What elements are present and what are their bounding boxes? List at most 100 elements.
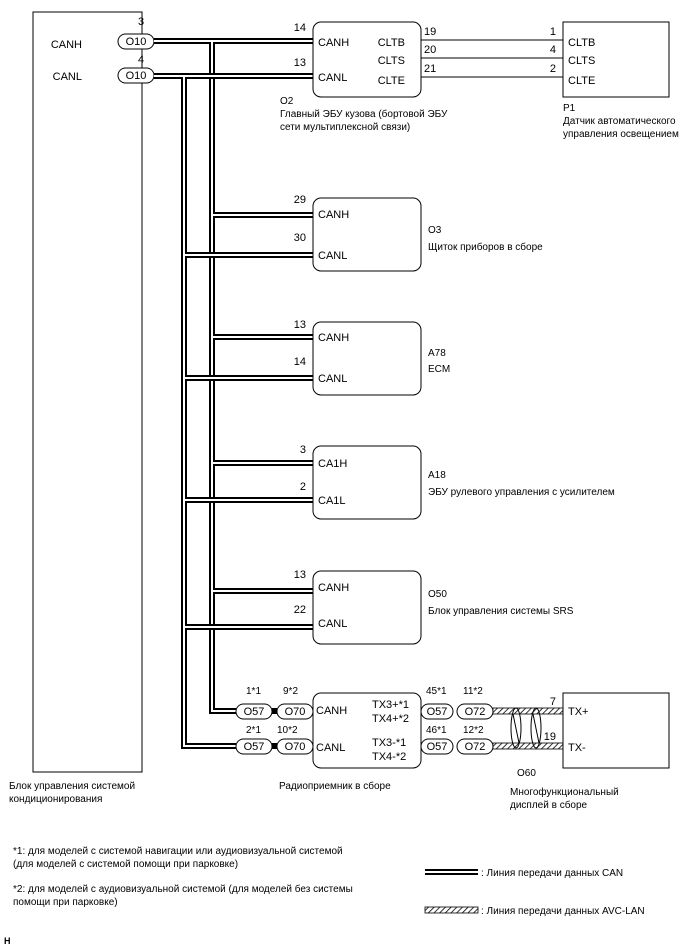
a78-canh-pin: 13 <box>294 319 306 331</box>
o3-canh-signal: CANH <box>318 209 349 221</box>
p1-cltb-signal: CLTB <box>568 37 595 49</box>
p1-clts-signal: CLTS <box>568 55 595 67</box>
ac-control-unit: CANH CANL 3 4 O10 O10 Блок управления си… <box>9 11 155 805</box>
o2-caption-1: Главный ЭБУ кузова (бортовой ЭБУ <box>280 108 448 120</box>
main-body-ecu: 14 13 CANH CANL CLTB CLTS CLTE 19 20 21 … <box>280 21 448 133</box>
o60-caption-2: дисплей в сборе <box>510 799 588 811</box>
o50-canh-signal: CANH <box>318 582 349 594</box>
a78-caption: ECM <box>428 364 450 375</box>
light-control-sensor: 1 4 2 CLTB CLTS CLTE P1 Датчик автоматич… <box>550 21 679 140</box>
ac-connector-o10-h-label: O10 <box>126 36 147 48</box>
o2-canh-pin: 14 <box>294 22 306 34</box>
ac-connector-o10-l-label: O10 <box>126 70 147 82</box>
o50-caption: Блок управления системы SRS <box>428 606 574 617</box>
radio-pin-l-o70: 10*2 <box>277 725 298 736</box>
clt-wires <box>421 39 563 78</box>
connector-o57-l <box>235 738 273 755</box>
avc-lan-wiring <box>492 707 564 750</box>
radio-tx-plus-1: TX3+*1 <box>372 699 409 711</box>
o2-canh-signal: CANH <box>318 37 349 49</box>
connector-o57-p-label: O57 <box>427 706 448 718</box>
o2-clte-signal: CLTE <box>378 75 405 87</box>
p1-caption-2: управления освещением <box>563 129 679 140</box>
o3-code: O3 <box>428 225 442 236</box>
ac-canl-pin: 4 <box>138 54 144 66</box>
srs-ecu: 13 22 CANH CANL O50 Блок управления сист… <box>294 569 574 645</box>
note-2-line-1: *2: для моделей с аудиовизуальной систем… <box>13 883 353 895</box>
o50-canh-pin: 13 <box>294 569 306 581</box>
o3-canl-signal: CANL <box>318 250 347 262</box>
connector-o70-l-label: O70 <box>285 741 306 753</box>
ac-canh-signal: CANH <box>51 39 82 51</box>
o3-caption: Щиток приборов в сборе <box>428 241 543 253</box>
a18-canl-signal: CA1L <box>318 495 346 507</box>
legend: : Линия передачи данных CAN : Линия пере… <box>424 868 645 917</box>
note-1-line-1: *1: для моделей с системой навигации или… <box>13 846 343 857</box>
multi-display: 7 19 TX+ TX- O60 Многофункциональный дис… <box>510 692 670 811</box>
connector-o57-h <box>235 703 273 720</box>
legend-avc-symbol <box>424 906 479 914</box>
o60-txm-signal: TX- <box>568 742 586 754</box>
o50-canl-pin: 22 <box>294 604 306 616</box>
connector-o72-m-label: O72 <box>465 741 486 753</box>
ac-canh-pin: 3 <box>138 16 144 28</box>
ac-canl-signal: CANL <box>53 71 82 83</box>
o2-out-pin-20: 20 <box>424 44 436 56</box>
p1-caption-1: Датчик автоматического <box>563 116 676 127</box>
connector-o70-h <box>276 703 314 720</box>
connector-o57-m-label: O57 <box>427 741 448 753</box>
o60-pin-7: 7 <box>550 696 556 708</box>
footnotes: *1: для моделей с системой навигации или… <box>13 846 353 908</box>
note-2-line-2: помощи при парковке) <box>13 897 118 908</box>
legend-avc-label: : Линия передачи данных AVC-LAN <box>481 906 645 917</box>
p1-code: P1 <box>563 103 576 114</box>
radio-pin-p-o57: 45*1 <box>426 686 447 697</box>
connector-o57-h-label: O57 <box>244 706 265 718</box>
eps-ecu: 3 2 CA1H CA1L A18 ЭБУ рулевого управлени… <box>300 444 615 520</box>
corner-mark: H <box>4 936 11 946</box>
a78-canh-signal: CANH <box>318 332 349 344</box>
radio-pin-m-o72: 12*2 <box>463 725 484 736</box>
o2-out-pin-19: 19 <box>424 26 436 38</box>
radio-tx-minus-2: TX4-*2 <box>372 751 406 763</box>
radio-pin-l-o57: 2*1 <box>246 725 261 736</box>
o2-clts-signal: CLTS <box>378 55 405 67</box>
o50-code: O50 <box>428 589 447 600</box>
connector-o57-m <box>420 738 454 755</box>
o2-canl-signal: CANL <box>318 72 347 84</box>
p1-pin-4: 4 <box>550 44 556 56</box>
a78-code: A78 <box>428 348 446 359</box>
a18-code: A18 <box>428 470 446 481</box>
p1-clte-signal: CLTE <box>568 75 595 87</box>
o2-canl-pin: 13 <box>294 57 306 69</box>
o60-pin-19: 19 <box>544 731 556 743</box>
o50-canl-signal: CANL <box>318 618 347 630</box>
radio-caption: Радиоприемник в сборе <box>279 780 391 792</box>
meter-assembly: 29 30 CANH CANL O3 Щиток приборов в сбор… <box>294 194 543 272</box>
connector-o72-p-label: O72 <box>465 706 486 718</box>
ac-caption-2: кондиционирования <box>9 794 102 805</box>
p1-pin-2: 2 <box>550 63 556 75</box>
o60-txp-signal: TX+ <box>568 706 588 718</box>
o2-code: O2 <box>280 96 294 107</box>
radio-canl-signal: CANL <box>316 742 345 754</box>
radio-tx-plus-2: TX4+*2 <box>372 713 409 725</box>
radio-tx-minus-1: TX3-*1 <box>372 737 406 749</box>
radio-canh-signal: CANH <box>316 705 347 717</box>
p1-pin-1: 1 <box>550 26 556 38</box>
a18-canh-pin: 3 <box>300 444 306 456</box>
connector-o70-h-label: O70 <box>285 706 306 718</box>
radio-receiver: CANH CANL TX3+*1 TX4+*2 TX3-*1 TX4-*2 Ра… <box>235 686 494 792</box>
note-1-line-2: (для моделей с системой помощи при парко… <box>13 859 238 870</box>
a78-canl-pin: 14 <box>294 356 306 368</box>
o2-cltb-signal: CLTB <box>378 37 405 49</box>
a18-canl-pin: 2 <box>300 481 306 493</box>
ecm: 13 14 CANH CANL A78 ECM <box>294 319 450 396</box>
radio-pin-m-o57: 46*1 <box>426 725 447 736</box>
radio-pin-p-o72: 11*2 <box>463 686 483 697</box>
a18-caption: ЭБУ рулевого управления с усилителем <box>428 487 615 498</box>
connector-o70-l <box>276 738 314 755</box>
ac-caption-1: Блок управления системой <box>9 781 135 792</box>
connector-o57-p <box>420 703 454 720</box>
o3-canh-pin: 29 <box>294 194 306 206</box>
